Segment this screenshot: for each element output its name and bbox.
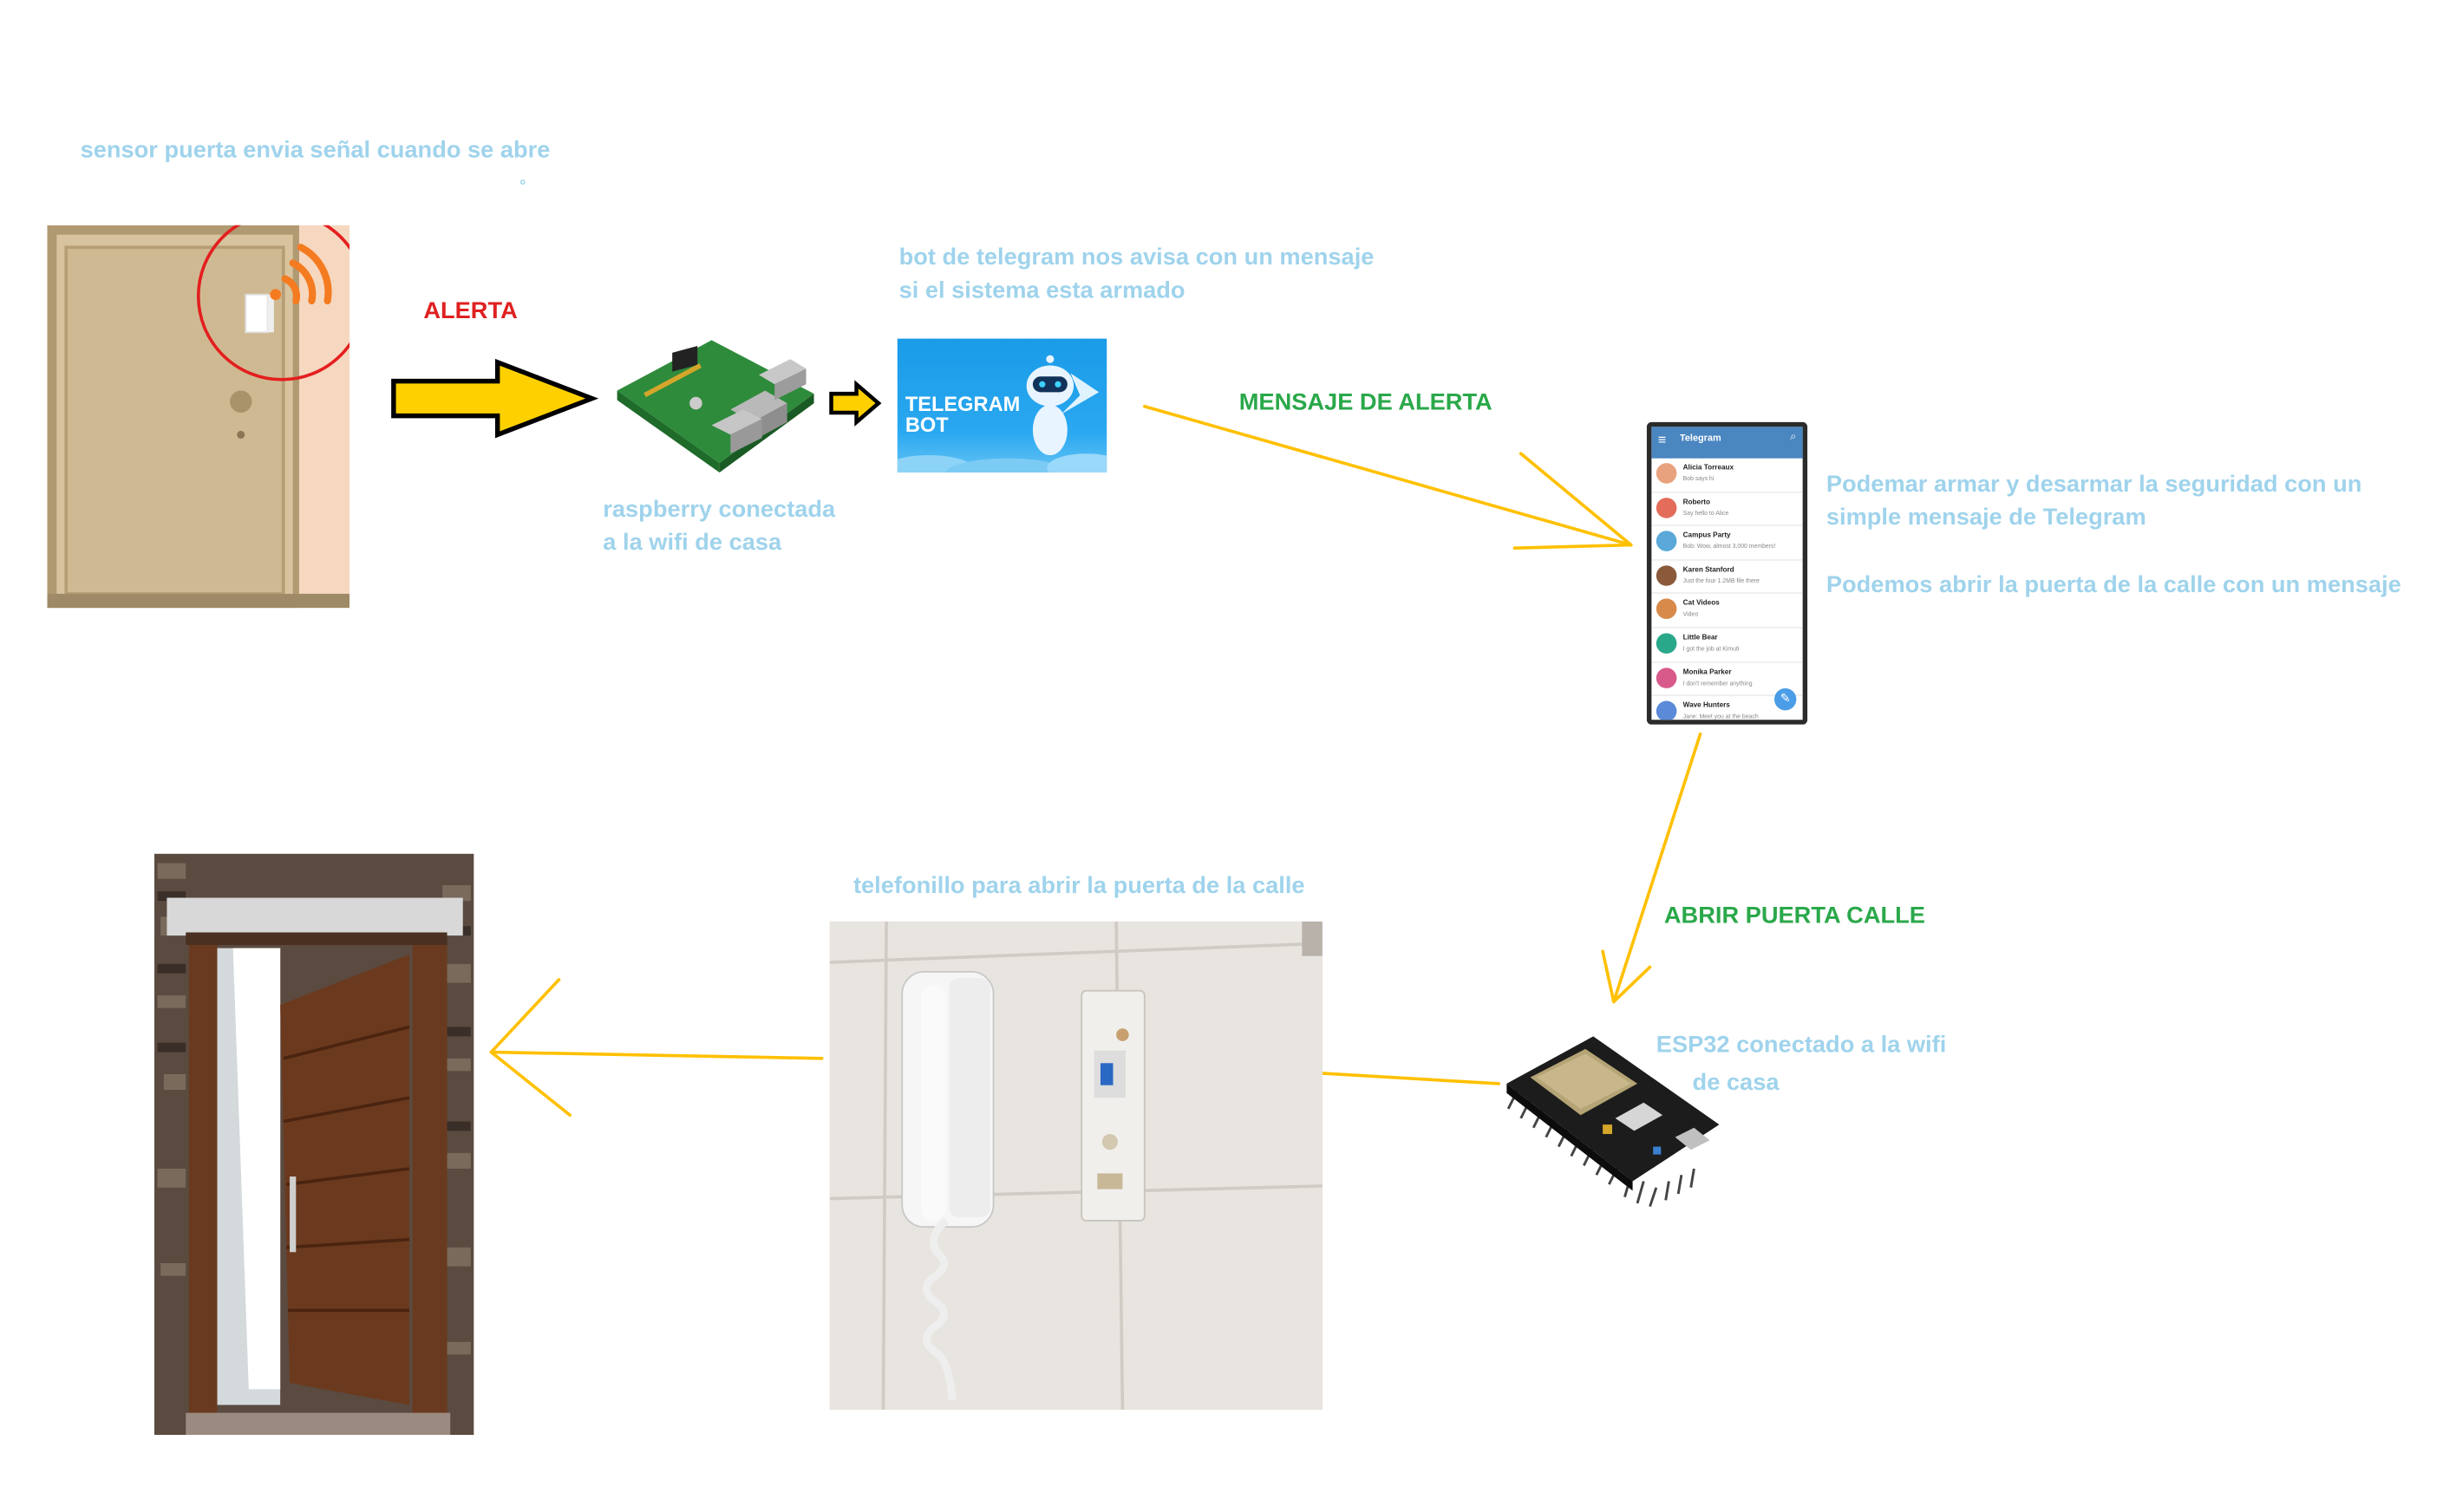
- chat-message: Video: [1682, 611, 1699, 618]
- bot-label-1: bot de telegram nos avisa con un mensaje: [898, 244, 1375, 271]
- chat-name: Alicia Torreaux: [1682, 463, 1734, 472]
- alert-label: ALERTA: [423, 297, 518, 325]
- chat-message: Bob: Wow, almost 3,000 members!: [1682, 544, 1776, 551]
- phone-app-title: Telegram: [1680, 434, 1721, 445]
- raspberry-label-2: a la wifi de casa: [603, 529, 782, 557]
- arm-label-2: simple mensaje de Telegram: [1826, 504, 2146, 531]
- raspberry-pi-icon: [617, 340, 814, 473]
- esp32-image: [1499, 1026, 1727, 1212]
- door-sensor-label: sensor puerta envia señal cuando se abre: [80, 137, 551, 164]
- intercom-icon: [829, 921, 1323, 1410]
- chat-name: Wave Hunters: [1682, 701, 1730, 709]
- avatar: [1656, 531, 1677, 552]
- chat-name: Little Bear: [1682, 633, 1718, 642]
- chat-name: Monika Parker: [1682, 667, 1732, 675]
- street-door-image: [154, 853, 474, 1436]
- telegram-bot-icon: [897, 355, 1107, 473]
- avatar: [1656, 463, 1677, 484]
- compose-button[interactable]: ✎: [1773, 688, 1797, 711]
- chat-message: I got the job at Kimuti: [1682, 645, 1740, 653]
- avatar: [1656, 667, 1677, 688]
- telegram-logo-line1: TELEGRAM: [905, 392, 1021, 416]
- phone-search-icon[interactable]: ⌕: [1790, 431, 1797, 443]
- chat-name: Cat Videos: [1682, 599, 1720, 608]
- chat-row[interactable]: Little Bear I got the job at Kimuti: [1651, 629, 1803, 663]
- arrow-intercom-to-door: [489, 978, 824, 1118]
- esp32-label-1: ESP32 conectado a la wifi: [1656, 1031, 1947, 1059]
- avatar: [1656, 701, 1677, 720]
- chat-message: Jane: Meet you at the beach: [1682, 714, 1759, 720]
- bot-label-2: si el sistema esta armado: [898, 277, 1186, 304]
- big-alert-arrow: [391, 358, 599, 439]
- chat-name: Karen Stanford: [1682, 564, 1734, 573]
- raspberry-label-1: raspberry conectada: [603, 496, 836, 524]
- small-arrow: [829, 380, 882, 427]
- chat-row[interactable]: Monika Parker I don't remember anything: [1651, 662, 1803, 697]
- chat-message: I don't remember anything: [1682, 680, 1753, 687]
- street-door-icon: [154, 853, 474, 1436]
- avatar: [1656, 633, 1677, 654]
- arm-label-1: Podemar armar y desarmar la seguridad co…: [1826, 471, 2362, 499]
- alert-message-label: MENSAJE DE ALERTA: [1238, 388, 1493, 416]
- raspberry-pi-image: [601, 328, 821, 486]
- avatar: [1656, 564, 1677, 586]
- open-message-label: Podemos abrir la puerta de la calle con …: [1826, 571, 2401, 599]
- chat-message: Bob says hi: [1682, 475, 1715, 482]
- esp32-board-icon: [1506, 1036, 1720, 1208]
- telegram-logo-line2: BOT: [905, 412, 949, 437]
- chat-name: Campus Party: [1682, 531, 1731, 539]
- open-street-door-label: ABRIR PUERTA CALLE: [1663, 902, 1925, 929]
- intercom-image: [829, 921, 1323, 1410]
- avatar: [1656, 497, 1677, 518]
- chat-message: Just the four 1.2MB file there: [1682, 577, 1760, 584]
- chat-message: Say hello to Alice: [1682, 509, 1729, 517]
- wifi-signal-icon: [196, 225, 350, 381]
- menu-icon[interactable]: ≡: [1657, 431, 1667, 447]
- door-sensor-dot: °: [519, 178, 526, 196]
- door-icon: [47, 225, 350, 609]
- telegram-bot-logo: TELEGRAM BOT: [897, 338, 1107, 473]
- esp32-label-2: de casa: [1692, 1069, 1780, 1097]
- arrow-phone-to-esp32: [1601, 732, 1702, 1004]
- arrow-bot-to-phone: [1142, 404, 1633, 551]
- chat-name: Roberto: [1682, 497, 1710, 505]
- door-sensor-image: [47, 225, 350, 609]
- avatar: [1656, 599, 1677, 620]
- phone-app-bar: ≡ Telegram ⌕: [1651, 427, 1803, 459]
- intercom-label: telefonillo para abrir la puerta de la c…: [852, 872, 1305, 900]
